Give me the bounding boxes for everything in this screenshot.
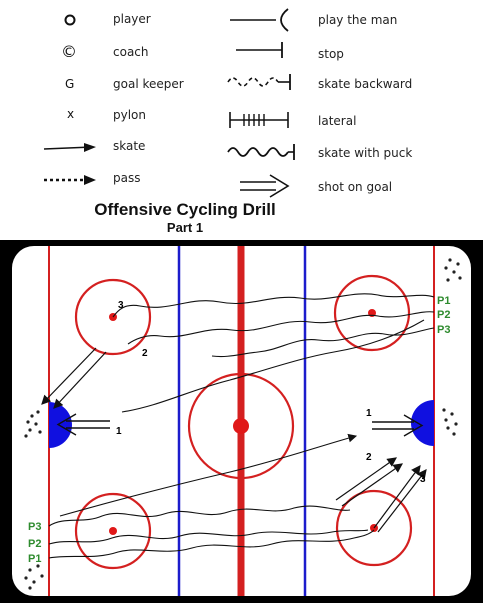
- legend-player-label: player: [113, 12, 151, 26]
- legend-coach-label: coach: [113, 45, 149, 59]
- skate-backward-icon: [227, 74, 291, 90]
- step-number-2-right: 2: [366, 452, 372, 463]
- pass-arrows: [41, 347, 427, 533]
- legend: player © coach G goal keeper x pylon ska…: [0, 0, 483, 200]
- skate-path-middle-lower: [59, 433, 358, 517]
- puck-group-bottom-left: [24, 564, 44, 590]
- player-label-p1-left: P1: [28, 553, 41, 565]
- shot-on-goal-arrow-right: [372, 414, 424, 437]
- step-number-3-top: 3: [118, 300, 124, 311]
- player-label-p3-right: P3: [437, 324, 450, 336]
- faceoff-dot-bottom-left: [109, 527, 117, 535]
- player-label-p3-left: P3: [28, 521, 41, 533]
- player-label-p1-right: P1: [437, 295, 450, 307]
- center-circle: [187, 372, 295, 480]
- coach-icon: ©: [61, 42, 77, 61]
- goal-crease-left: [49, 402, 72, 448]
- legend-skate-label: skate: [113, 139, 146, 153]
- puck-group-left: [24, 410, 42, 438]
- faceoff-circle-top-left: [74, 278, 152, 356]
- shot-on-goal-icon: [240, 174, 290, 198]
- legend-skate-backward-label: skate backward: [318, 77, 413, 91]
- goalkeeper-icon: G: [65, 77, 75, 91]
- legend-play-the-man-label: play the man: [318, 13, 398, 27]
- legend-stop-label: stop: [318, 47, 344, 61]
- step-number-2-top: 2: [142, 348, 148, 359]
- faceoff-circle-bottom-left: [74, 492, 152, 570]
- play-the-man-icon: [230, 8, 289, 32]
- stop-icon: [236, 42, 283, 58]
- step-number-1-left: 1: [116, 426, 122, 437]
- skating-paths-bottom: [48, 505, 375, 559]
- player-label-p2-right: P2: [437, 309, 450, 321]
- faceoff-circle-bottom-right: [335, 489, 413, 567]
- hockey-rink: 3 2 1 1 2 3 P1 P2 P3 P3 P2 P1: [0, 240, 483, 603]
- drill-title: Offensive Cycling Drill: [94, 200, 276, 219]
- legend-shot-on-goal-label: shot on goal: [318, 180, 393, 194]
- puck-group-top-right: [444, 258, 462, 282]
- skate-with-puck-icon: [227, 144, 295, 160]
- puck-group-right: [442, 408, 458, 436]
- legend-pylon-label: pylon: [113, 108, 146, 122]
- legend-goal-keeper-label: goal keeper: [113, 77, 184, 91]
- legend-pass-label: pass: [113, 171, 141, 185]
- player-label-p2-left: P2: [28, 538, 41, 550]
- legend-skate-with-puck-label: skate with puck: [318, 146, 413, 160]
- pass-arrow-icon: [44, 175, 96, 185]
- faceoff-circle-top-right: [333, 274, 411, 352]
- shot-on-goal-arrow-left: [56, 413, 110, 436]
- skate-path-middle-upper: [121, 319, 425, 413]
- drill-subtitle: Part 1: [166, 220, 204, 235]
- step-number-1-right: 1: [366, 408, 372, 419]
- goal-crease-right: [411, 400, 434, 446]
- player-icon: [64, 14, 76, 26]
- legend-lateral-label: lateral: [318, 114, 357, 128]
- pylon-icon: x: [67, 107, 75, 121]
- center-faceoff-dot: [233, 418, 249, 434]
- skating-paths-top: [112, 293, 435, 358]
- step-number-3-right: 3: [420, 474, 426, 485]
- skate-arrow-icon: [43, 143, 96, 152]
- lateral-icon: [229, 112, 289, 128]
